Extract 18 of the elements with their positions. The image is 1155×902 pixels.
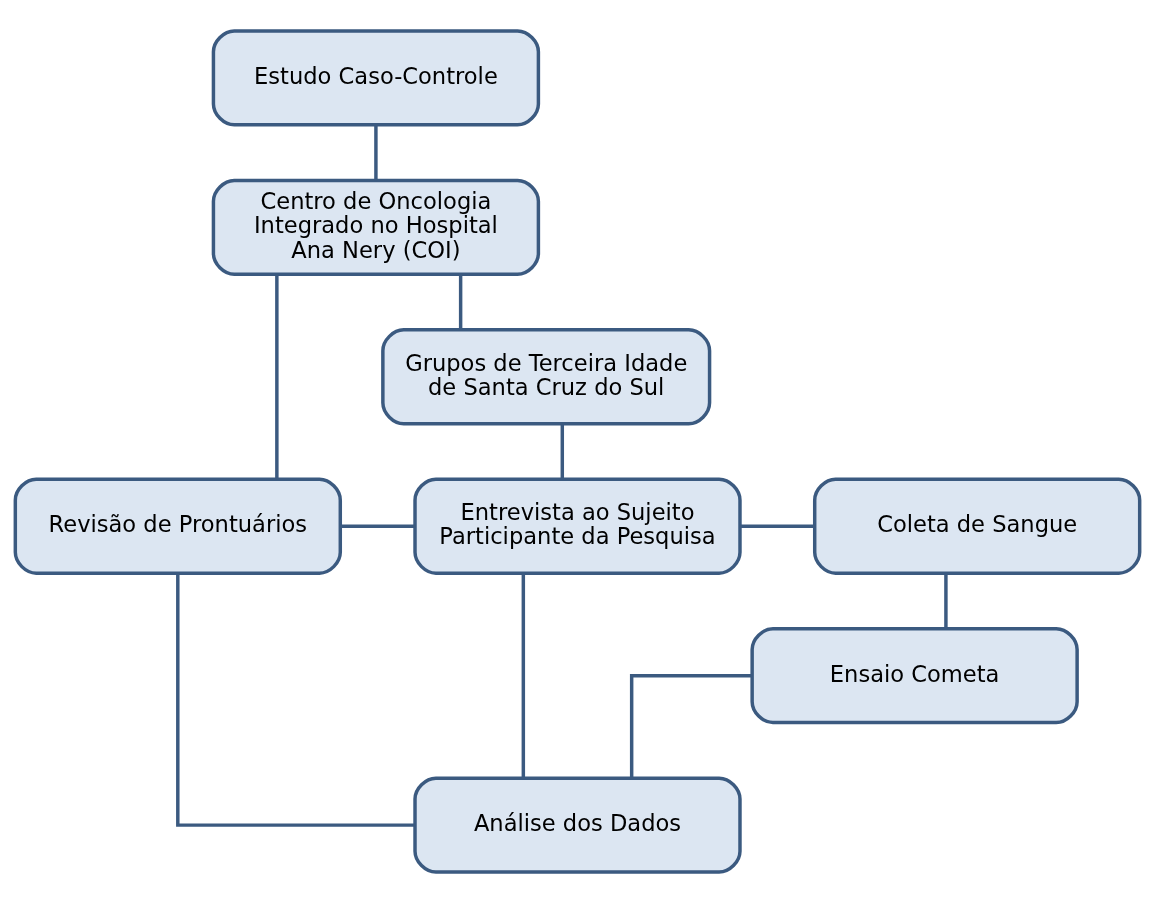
connector [521,573,526,778]
connector [374,124,378,180]
connector [629,673,752,778]
node-box: Estudo Caso-Controle [211,28,541,127]
node-box: Análise dos Dados [413,775,742,874]
connector [458,274,463,330]
node-box: Centro de Oncologia Integrado no Hospital Ana Nery (COI) [211,178,541,276]
node-box: Coleta de Sangue [812,477,1142,575]
connector [944,573,948,629]
node-box: Revisão de Prontuários [13,477,343,575]
node-box: Entrevista ao Sujeito Participante da Pesquisa [413,477,742,575]
connector [275,274,279,479]
connector [176,573,415,827]
connector [740,524,815,528]
connector [340,524,415,528]
node-box: Grupos de Terceira Idade de Santa Cruz do Sul [381,327,712,425]
node-box: Ensaio Cometa [750,626,1079,724]
connector [560,423,565,479]
